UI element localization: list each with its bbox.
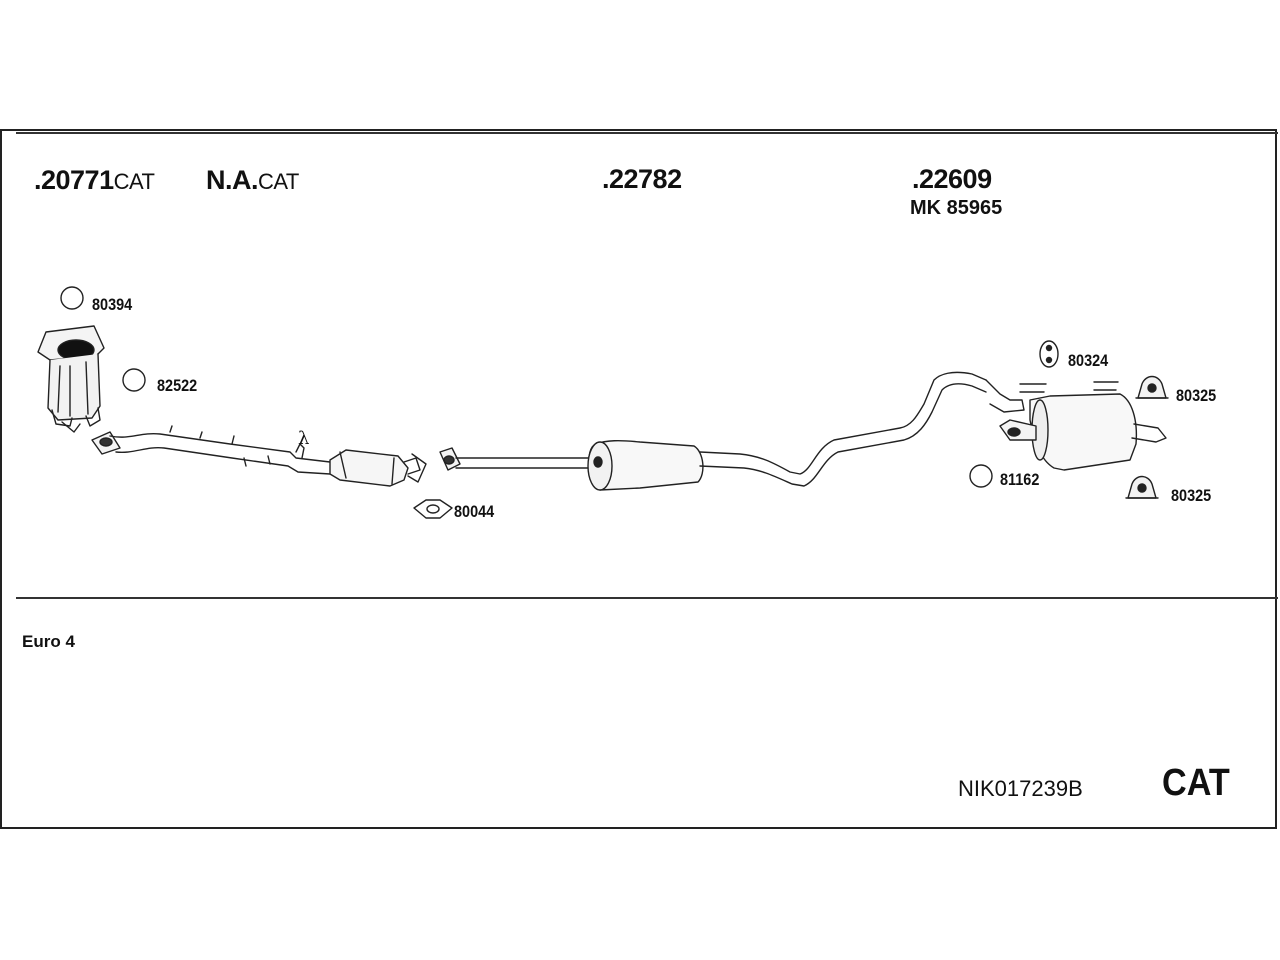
callout-80325-lower: 80325	[1171, 486, 1212, 505]
manifold-catalyst-icon	[37, 325, 105, 433]
mounting-kit-label: MK 85965	[910, 197, 1003, 219]
bottom-divider	[16, 597, 1278, 599]
part-label-center-silencer: .22782	[602, 164, 682, 194]
callout-82522: 82522	[157, 376, 198, 395]
part-suffix: CAT	[258, 169, 299, 194]
part-label-catalyst-1: .20771CAT	[34, 165, 155, 195]
callout-80324: 80324	[1068, 351, 1109, 370]
rubber-mount-80325-upper-icon	[1135, 375, 1169, 399]
diagram-frame	[0, 129, 1277, 829]
gasket-ring-80394-icon	[60, 286, 84, 310]
part-number: .20771	[34, 165, 114, 195]
part-label-catalyst-2: N.A.CAT	[206, 167, 299, 194]
front-pipe-icon	[91, 425, 331, 475]
emission-standard-note: Euro 4	[22, 632, 75, 651]
middle-flange-icon	[439, 447, 461, 471]
rubber-mount-80325-lower-icon	[1125, 475, 1159, 499]
part-label-rear-silencer: .22609	[912, 164, 992, 194]
flange-gasket-80044-icon	[413, 499, 453, 519]
rear-catalyst-icon	[329, 449, 427, 487]
lambda-sensor-label: λ	[298, 428, 310, 449]
callout-80044: 80044	[454, 502, 495, 521]
gasket-ring-82522-icon	[122, 368, 146, 392]
callout-81162: 81162	[1000, 470, 1040, 489]
callout-80394: 80394	[92, 295, 133, 314]
top-divider	[16, 132, 1278, 134]
center-silencer-icon	[455, 371, 987, 491]
part-number: N.A.	[206, 165, 259, 195]
part-suffix: CAT	[113, 169, 155, 194]
rear-silencer-icon	[985, 379, 1167, 471]
kit-type-badge: CAT	[1162, 762, 1230, 804]
callout-80325-upper: 80325	[1176, 386, 1217, 405]
kit-code: NIK017239B	[958, 776, 1083, 801]
gasket-ring-81162-icon	[969, 464, 993, 488]
rubber-hanger-80324-icon	[1039, 340, 1059, 368]
